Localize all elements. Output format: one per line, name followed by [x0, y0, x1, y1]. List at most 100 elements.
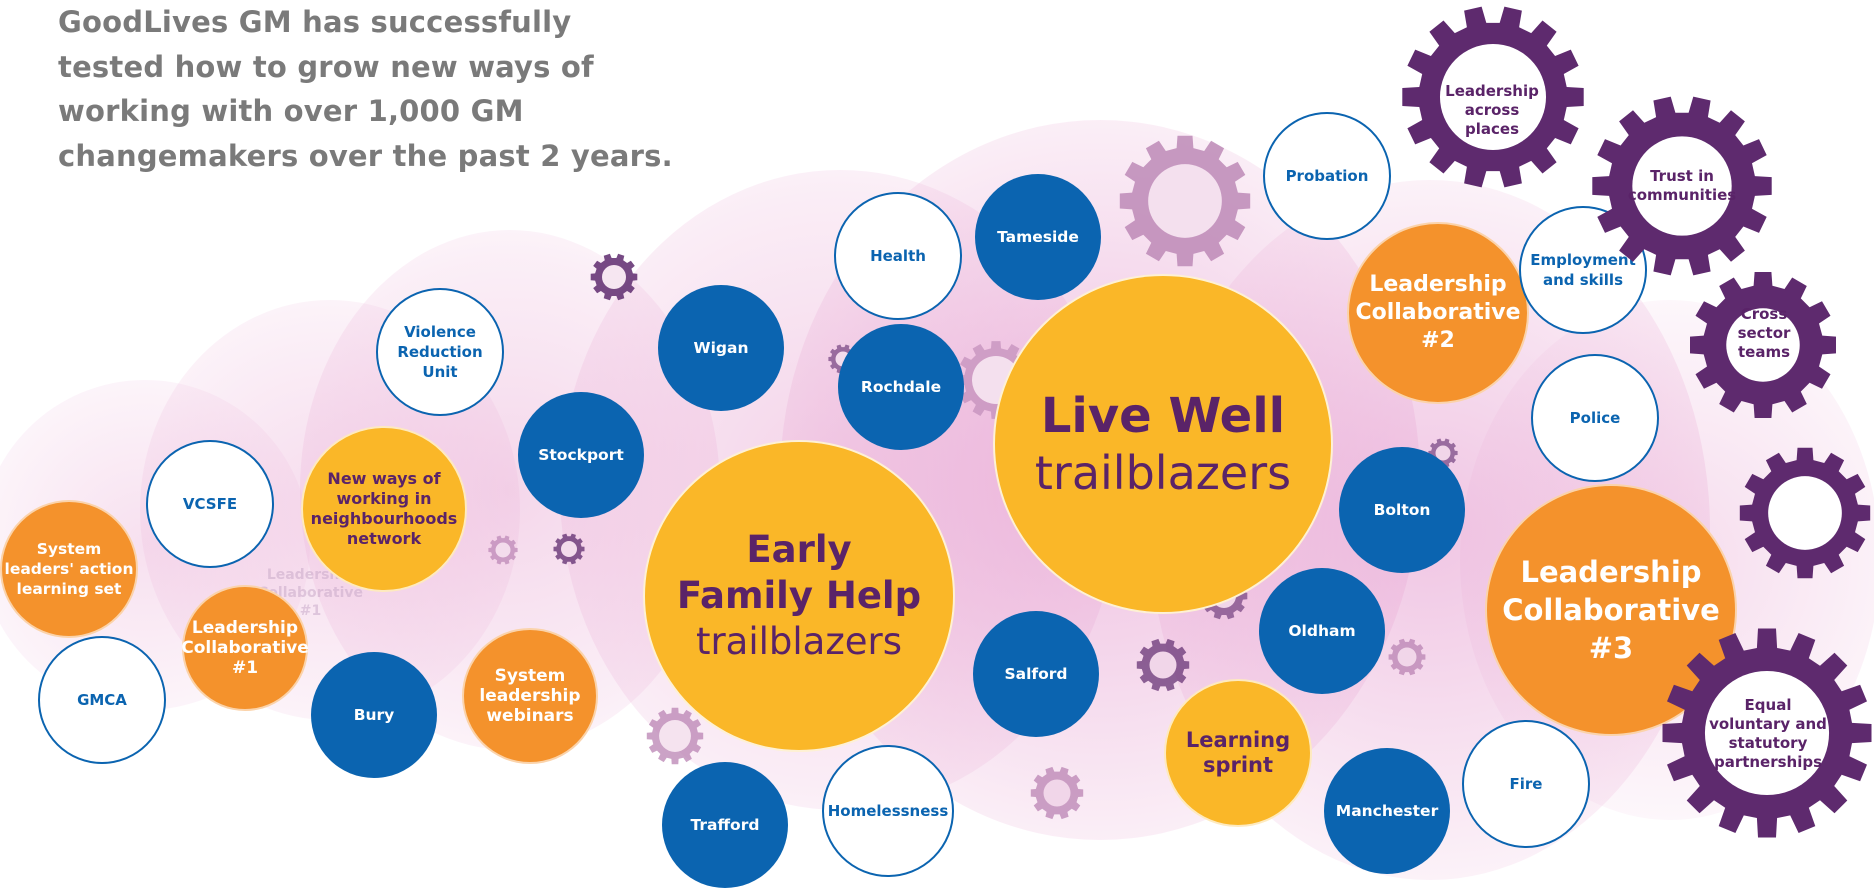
gear-icon-hole	[1439, 43, 1547, 151]
small-gear-icon-hole	[495, 542, 511, 558]
headline-line: changemakers over the past 2 years.	[58, 138, 673, 173]
town-label: Tameside	[997, 228, 1079, 246]
gear-icon-hole	[1768, 476, 1842, 550]
medium-gear-icon	[1119, 135, 1251, 267]
headline: GoodLives GM has successfully tested how…	[58, 0, 678, 178]
partner-label: Fire	[1509, 775, 1543, 793]
partner-label: Employment	[1530, 251, 1636, 269]
partner-label: Reduction	[397, 343, 483, 361]
partner-gmca: GMCA	[38, 636, 166, 764]
town-label: Stockport	[538, 446, 624, 464]
town-rochdale: Rochdale	[838, 324, 964, 450]
bubble-line: System	[494, 666, 566, 686]
small-gear-icon-hole	[561, 541, 577, 557]
bubble-line: working in	[336, 489, 432, 508]
small-gear-icon	[1136, 638, 1190, 692]
small-gear-icon-hole	[602, 265, 626, 289]
town-label: Rochdale	[860, 378, 942, 396]
gear-icon-hole	[1704, 670, 1830, 796]
town-label: Wigan	[693, 339, 749, 357]
partner-label: VCSFE	[182, 495, 238, 513]
outcome-line: Trust in	[1650, 167, 1714, 185]
partner-label: GMCA	[77, 691, 127, 709]
bubble-line: #2	[1421, 328, 1455, 353]
headline-line: working with over 1,000 GM	[58, 94, 524, 128]
town-salford: Salford	[973, 611, 1099, 737]
partner-health: Health	[834, 192, 962, 320]
small-gear-icon	[646, 707, 704, 765]
town-bury: Bury	[311, 652, 437, 778]
bubble-line: leaders' action	[4, 560, 134, 578]
bubble-line: Collaborative	[1502, 593, 1720, 627]
trailblazer-subtitle: trailblazers	[1034, 446, 1292, 500]
partner-label: Police	[1569, 409, 1621, 427]
trailblazer-subtitle: trailblazers	[695, 620, 903, 663]
partner-vcsfe: VCSFE	[146, 440, 274, 568]
outcome-line: sector	[1737, 323, 1791, 342]
trailblazer-title-line: Live Well	[1040, 388, 1286, 444]
gear-icon	[1402, 6, 1584, 188]
partner-label: Probation	[1285, 167, 1369, 185]
bubble-line: Leadership	[1520, 555, 1702, 589]
bubble-line: webinars	[486, 706, 574, 726]
outcome-line: across	[1464, 100, 1520, 119]
gear-icon	[1690, 272, 1836, 418]
small-gear-icon	[553, 533, 585, 565]
town-bolton: Bolton	[1339, 447, 1465, 573]
small-gear-icon-hole	[1435, 445, 1451, 461]
new-ways-of-working-neighbourhoods-network: New ways of working in neighbourhoods ne…	[301, 426, 467, 592]
bubble-line: Learning	[1185, 728, 1291, 752]
system-leadership-webinars: System leadership webinars	[462, 628, 598, 764]
partner-label: Health	[870, 247, 926, 265]
gear-icon	[1592, 96, 1772, 276]
outcome-line: partnerships	[1713, 753, 1823, 771]
bubble-line: New ways of	[327, 469, 441, 488]
partner-label: and skills	[1542, 271, 1624, 289]
town-label: Oldham	[1288, 622, 1356, 640]
outcome-line: Equal	[1744, 696, 1792, 714]
small-gear-icon-hole	[1397, 647, 1417, 667]
partner-police: Police	[1531, 354, 1659, 482]
small-gear-icon	[1388, 638, 1426, 676]
bubble-line: leadership	[479, 686, 581, 706]
small-gear-icon-hole	[1149, 651, 1177, 679]
small-gear-icon-hole	[659, 720, 691, 752]
town-trafford: Trafford	[662, 762, 788, 888]
outcome-line: communities	[1627, 186, 1737, 204]
partner-label: Violence	[404, 323, 476, 341]
town-label: Manchester	[1335, 802, 1439, 820]
town-label: Trafford	[690, 816, 760, 834]
town-wigan: Wigan	[658, 285, 784, 411]
town-label: Bury	[353, 706, 395, 724]
bubble-line: network	[346, 529, 422, 548]
town-tameside: Tameside	[975, 174, 1101, 300]
leadership-collaborative-1: Leadership Collaborative #1	[181, 585, 309, 711]
ghost-line: Collaborative	[258, 585, 364, 601]
bubble-line: sprint	[1202, 753, 1274, 777]
live-well-trailblazers: Live Well trailblazers	[993, 274, 1333, 614]
ghost-line: #1	[299, 603, 322, 619]
outcome-line: Leadership	[1445, 81, 1539, 100]
partner-violence-reduction-unit: Violence Reduction Unit	[376, 288, 504, 416]
town-manchester: Manchester	[1324, 748, 1450, 874]
partner-label: Homelessness	[827, 802, 949, 820]
headline-line: tested how to grow new ways of	[58, 49, 594, 84]
town-oldham: Oldham	[1259, 568, 1385, 694]
trailblazer-title-line: Family Help	[676, 574, 922, 617]
bubble-line: System	[36, 540, 102, 558]
small-gear-icon	[1030, 766, 1084, 820]
outcome-line: voluntary and	[1709, 715, 1827, 733]
small-gear-icon-hole	[1043, 779, 1071, 807]
learning-sprint: Learning sprint	[1164, 679, 1312, 827]
partner-label: Unit	[422, 363, 458, 381]
outcome-line: statutory	[1728, 734, 1808, 752]
gear-icon-hole	[1726, 308, 1800, 382]
bubble-line: neighbourhoods	[310, 509, 458, 528]
bubble-line: Collaborative	[1355, 300, 1521, 325]
bubble-line: Leadership	[191, 618, 299, 638]
gear-icon	[1662, 628, 1872, 838]
gear-icon	[1739, 447, 1871, 579]
